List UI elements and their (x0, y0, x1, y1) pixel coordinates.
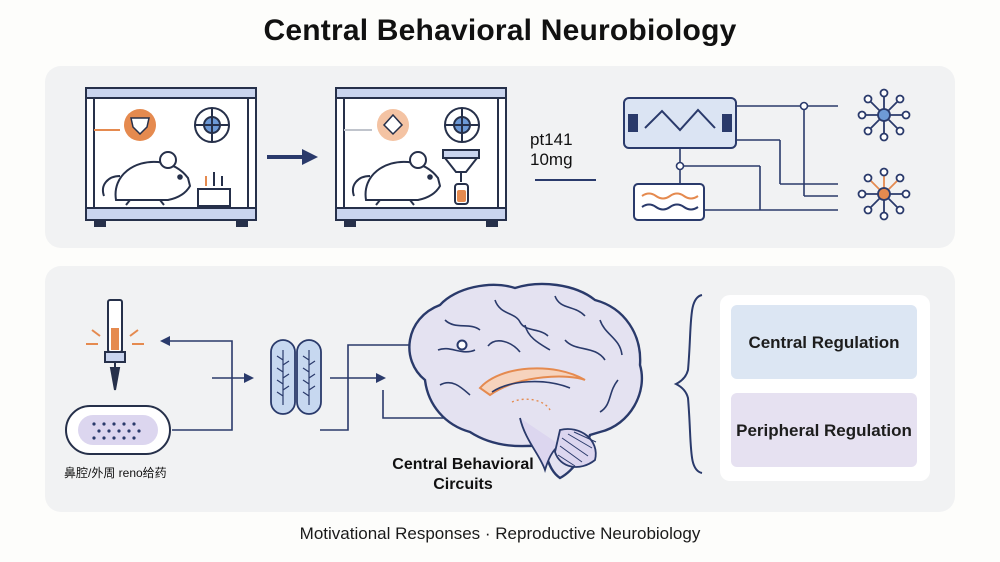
junction-node (675, 161, 685, 171)
waveform-monitor (633, 183, 705, 221)
administration-route-label: 鼻腔/外周 reno给药 (64, 466, 167, 480)
target-icon (444, 107, 480, 143)
dose-compound: pt141 (530, 130, 573, 149)
arrow-left-icon (160, 336, 170, 346)
mouse-baseline (102, 151, 192, 206)
arrow-right-icon (376, 373, 386, 383)
curly-brace (673, 294, 703, 474)
shield-icon (124, 109, 156, 141)
peripheral-regulation-label: Peripheral Regulation (736, 420, 912, 440)
dispenser-icon (442, 149, 480, 205)
neuron-network-icon (857, 88, 911, 142)
junction-node (799, 101, 809, 111)
diamond-icon (377, 109, 409, 141)
wiring (679, 105, 838, 211)
dose-label: pt141 10mg (530, 130, 573, 170)
footer-caption: Motivational Responses · Reproductive Ne… (299, 524, 701, 543)
target-icon (194, 107, 230, 143)
dose-amount: 10mg (530, 150, 573, 169)
brain-icon (408, 282, 643, 480)
central-regulation-label: Central Regulation (748, 332, 900, 352)
central-regulation-box: Central Regulation (731, 305, 917, 379)
signal-monitor (623, 97, 737, 149)
peripheral-regulation-box: Peripheral Regulation (731, 393, 917, 467)
neuron-network-active-icon (857, 167, 911, 221)
food-dish (197, 172, 231, 207)
arrow-right-icon (244, 373, 254, 383)
circuits-label: Central Behavioral Circuits (392, 456, 534, 493)
syringe-icon (86, 299, 144, 391)
page-title: Central Behavioral Neurobiology (263, 14, 737, 47)
nasal-cavity-icon (65, 405, 171, 455)
arrow-right-icon (267, 149, 318, 165)
mouse-treated (352, 151, 442, 206)
spinal-cord-icon (270, 339, 322, 415)
